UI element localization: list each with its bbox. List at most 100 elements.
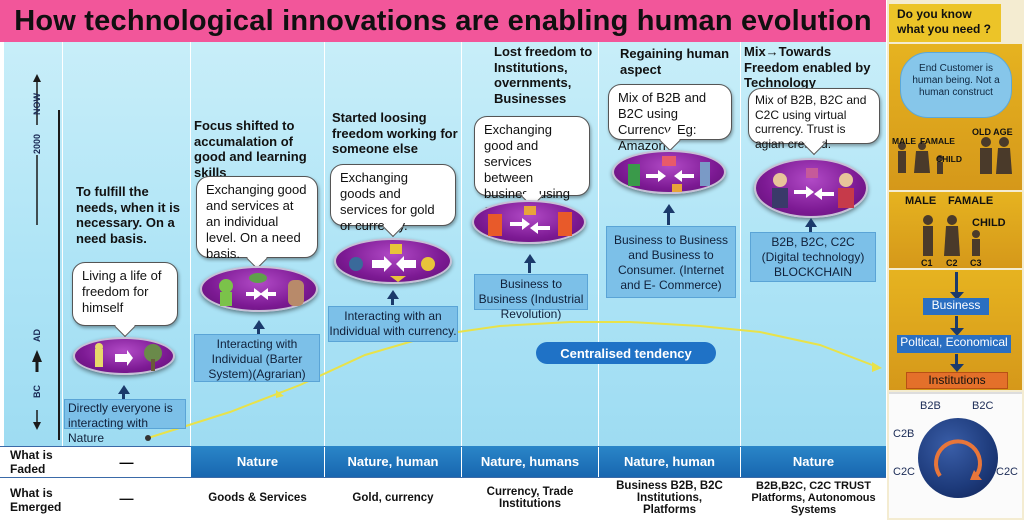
up-arrow-icon — [118, 385, 130, 394]
label-child: CHILD — [936, 154, 962, 164]
emerged-cell: Gold, currency — [325, 478, 461, 518]
emerged-cell: Business B2B, B2C Institutions, Platform… — [599, 478, 740, 518]
faded-row-label: What is Faded — [10, 448, 53, 476]
dial-label-b2b: B2B — [920, 400, 941, 412]
label-child: CHILD — [972, 217, 1006, 229]
dial-label-c2b: C2B — [893, 428, 915, 440]
down-arrow-stem — [955, 354, 958, 366]
column-heading-regaining: Regaining human aspect — [620, 46, 730, 77]
down-arrow-stem — [955, 316, 958, 330]
label-male: MALE — [892, 136, 917, 146]
family-icon — [898, 137, 1012, 174]
trend-start-dot — [145, 435, 151, 441]
blockchain-oval — [754, 158, 868, 218]
up-arrow-icon — [805, 218, 817, 227]
faded-cell: Nature — [741, 446, 886, 477]
faded-cell: Nature, human — [325, 446, 461, 477]
down-arrow-icon — [950, 364, 964, 372]
down-arrow-stem — [955, 272, 958, 294]
trend-line — [147, 321, 881, 439]
label-female: FAMALE — [920, 136, 955, 146]
dial-label-c2c-right: C2C — [996, 466, 1019, 478]
label-c2: C2 — [946, 258, 958, 268]
label-female: FAMALE — [948, 195, 994, 207]
label-c3: C3 — [970, 258, 982, 268]
ecommerce-oval — [612, 150, 726, 194]
timeline-panel — [4, 42, 886, 446]
political-economical-box: Poltical, Economical — [897, 335, 1011, 353]
up-arrow-stem — [528, 263, 531, 273]
emerged-cell: B2B,B2C, C2C TRUST Platforms, Autonomous… — [741, 478, 886, 518]
column-heading-need-basis: To fulfill the needs, when it is necessa… — [76, 184, 181, 246]
speech-bubble: Mix of B2B and B2C using Currency. Eg: A… — [608, 84, 732, 153]
speech-bubble: Exchanging goods and services for gold o… — [330, 164, 456, 233]
column-heading-lost-freedom: Lost freedom to Institutions, overnments… — [494, 44, 593, 106]
faded-cell: Nature — [191, 446, 324, 477]
info-box: B2B, B2C, C2C (Digital technology) BLOCK… — [750, 232, 876, 282]
shopping-cart-icon — [628, 156, 710, 192]
speech-bubble: Exchanging good and services between bus… — [474, 116, 590, 217]
people-exchange-icon — [772, 168, 854, 208]
left-time-axis: NOW 2000 AD BC — [27, 50, 47, 440]
column-heading-towards-freedom: Mix→Towards Freedom enabled by Technolog… — [744, 44, 871, 90]
side-heading: Do you know what you need ? — [889, 4, 1001, 42]
up-arrow-stem — [257, 329, 260, 334]
institutions-box: Institutions — [906, 372, 1008, 389]
up-arrow-stem — [809, 227, 812, 232]
column-divider — [324, 42, 325, 518]
up-arrow-icon — [524, 254, 536, 263]
column-heading-accumulation: Focus shifted to accumalation of good an… — [194, 118, 307, 180]
cycle-dial-icon — [918, 418, 998, 498]
column-divider — [190, 42, 191, 518]
barter-icon — [219, 273, 304, 306]
trend-arrow-icon — [872, 362, 882, 372]
up-arrow-stem — [667, 213, 670, 225]
faded-cell: Nature, human — [599, 446, 740, 477]
emerged-cell: Currency, Trade Institutions — [462, 478, 598, 518]
currency-icon — [349, 244, 435, 282]
column-divider — [740, 42, 741, 518]
up-arrow-stem — [122, 394, 125, 399]
cycle-arrow-icon — [934, 439, 982, 480]
label-old-age: OLD AGE — [972, 127, 1013, 137]
business-box: Business — [923, 298, 989, 315]
info-box: Directly everyone is interacting with Na… — [64, 399, 186, 445]
emerged-cell: Goods & Services — [191, 478, 324, 518]
centralised-tendency-badge: Centralised tendency — [536, 342, 716, 364]
info-box: Interacting with Individual (Barter Syst… — [194, 334, 320, 382]
up-arrow-icon — [253, 320, 265, 329]
down-arrow-icon — [950, 292, 964, 300]
cloud-note: End Customer is human being. Not a human… — [900, 52, 1012, 118]
up-arrow-icon — [387, 290, 399, 299]
page-title: How technological innovations are enabli… — [14, 4, 872, 37]
speech-bubble: Mix of B2B, B2C and C2C using virtual cu… — [748, 88, 880, 151]
column-divider — [598, 42, 599, 518]
faded-cell: — — [119, 453, 134, 470]
nature-oval — [73, 337, 175, 375]
title-banner: How technological innovations are enabli… — [0, 0, 886, 42]
info-box: Business to Business (Industrial Revolut… — [474, 274, 588, 321]
nuclear-family-icon — [923, 215, 980, 256]
centralised-tendency-label: Centralised tendency — [560, 345, 692, 361]
cloud-text: End Customer is human being. Not a human… — [912, 63, 1000, 98]
person-and-tree-icon — [95, 343, 162, 371]
down-arrow-icon — [950, 328, 964, 336]
barter-oval — [200, 266, 318, 312]
emerged-row-label: What is Emerged — [10, 486, 62, 514]
footer-row-divider — [0, 477, 886, 478]
speech-bubble: Living a life of freedom for himself — [72, 262, 178, 326]
dial-label-c2c-left: C2C — [893, 466, 916, 478]
info-box: Business to Business and Business to Con… — [606, 226, 736, 298]
dial-label-b2c: B2C — [972, 400, 994, 412]
emerged-cell: — — [63, 478, 190, 518]
building-exchange-icon — [488, 206, 572, 236]
business-oval — [472, 200, 586, 244]
info-box: Interacting with an Individual with curr… — [328, 306, 458, 342]
up-arrow-stem — [391, 299, 394, 305]
speech-bubble: Exchanging good and services at an indiv… — [196, 176, 318, 261]
currency-oval — [334, 238, 452, 284]
column-heading-losing-freedom: Started loosing freedom working for some… — [332, 110, 458, 156]
column-divider — [461, 42, 462, 518]
faded-cell: Nature, humans — [462, 446, 598, 477]
timeline-axis — [58, 110, 60, 440]
